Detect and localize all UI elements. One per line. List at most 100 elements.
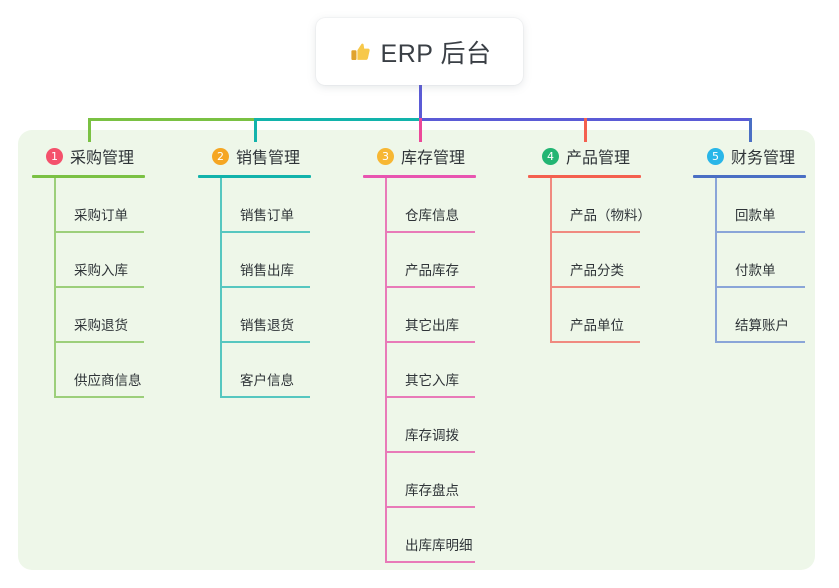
root-stem-connector (419, 85, 422, 119)
list-item[interactable]: 回款单 (715, 178, 806, 233)
thumbs-up-icon (348, 40, 372, 64)
leaf-rule (385, 451, 475, 453)
list-item[interactable]: 产品分类 (550, 233, 641, 288)
leaf-label: 客户信息 (240, 373, 294, 388)
branch-column-5: 5 财务管理 回款单 付款单 结算账户 (693, 145, 806, 343)
branch-column-3: 3 库存管理 仓库信息 产品库存 其它出库 其它入库 库存调拨 (363, 145, 476, 563)
branch-header-4[interactable]: 4 产品管理 (528, 145, 641, 167)
branch-badge-3: 3 (377, 147, 394, 165)
leaf-rule (220, 396, 310, 398)
branch-header-5[interactable]: 5 财务管理 (693, 145, 806, 167)
list-item[interactable]: 销售退货 (220, 288, 311, 343)
leaf-label: 采购退货 (74, 318, 128, 333)
leaf-label: 销售退货 (240, 318, 294, 333)
leaf-label: 销售订单 (240, 208, 294, 223)
leaf-label: 采购订单 (74, 208, 128, 223)
branch-title-4: 产品管理 (566, 150, 631, 167)
leaf-label: 产品单位 (570, 318, 624, 333)
list-item[interactable]: 结算账户 (715, 288, 806, 343)
bus-segment-left (88, 118, 255, 121)
leaf-label: 产品分类 (570, 263, 624, 278)
branch-badge-5: 5 (707, 147, 724, 165)
leaf-label: 付款单 (735, 263, 776, 278)
branch-title-2: 销售管理 (236, 150, 301, 167)
list-item[interactable]: 销售出库 (220, 233, 311, 288)
branch-badge-2: 2 (212, 147, 229, 165)
list-item[interactable]: 出库库明细 (385, 508, 476, 563)
leaf-rule (385, 286, 475, 288)
branch-spine-5 (715, 178, 717, 343)
branch-header-3[interactable]: 3 库存管理 (363, 145, 476, 167)
branch-badge-4: 4 (542, 147, 559, 165)
branch-spine-3 (385, 178, 387, 563)
list-item[interactable]: 产品库存 (385, 233, 476, 288)
branch-spine-1 (54, 178, 56, 398)
branch-items-5: 回款单 付款单 结算账户 (693, 178, 806, 343)
list-item[interactable]: 采购入库 (54, 233, 145, 288)
leaf-rule (715, 231, 805, 233)
branch-rule-2 (198, 175, 311, 178)
list-item[interactable]: 产品（物料） (550, 178, 651, 233)
list-item[interactable]: 供应商信息 (54, 343, 145, 398)
list-item[interactable]: 其它出库 (385, 288, 476, 343)
branch-column-1: 1 采购管理 采购订单 采购入库 采购退货 供应商信息 (32, 145, 145, 398)
leaf-label: 销售出库 (240, 263, 294, 278)
leaf-rule (54, 231, 144, 233)
list-item[interactable]: 客户信息 (220, 343, 311, 398)
list-item[interactable]: 库存调拨 (385, 398, 476, 453)
leaf-rule (220, 341, 310, 343)
leaf-label: 其它入库 (405, 373, 459, 388)
root-node-title: ERP 后台 (380, 39, 492, 68)
leaf-rule (220, 231, 310, 233)
list-item[interactable]: 库存盘点 (385, 453, 476, 508)
leaf-label: 库存调拨 (405, 428, 459, 443)
branch-header-2[interactable]: 2 销售管理 (198, 145, 311, 167)
leaf-label: 出库库明细 (405, 538, 473, 553)
branch-rule-3 (363, 175, 476, 178)
leaf-rule (715, 341, 805, 343)
leaf-rule (220, 286, 310, 288)
leaf-rule (385, 561, 475, 563)
leaf-rule (550, 341, 640, 343)
branch-header-1[interactable]: 1 采购管理 (32, 145, 145, 167)
leaf-label: 采购入库 (74, 263, 128, 278)
leaf-rule (385, 506, 475, 508)
bus-segment-mid (254, 118, 420, 121)
leaf-label: 供应商信息 (74, 373, 142, 388)
leaf-label: 其它出库 (405, 318, 459, 333)
list-item[interactable]: 仓库信息 (385, 178, 476, 233)
stub-connector-2 (254, 118, 257, 142)
list-item[interactable]: 其它入库 (385, 343, 476, 398)
leaf-rule (550, 286, 640, 288)
list-item[interactable]: 产品单位 (550, 288, 641, 343)
list-item[interactable]: 付款单 (715, 233, 806, 288)
list-item[interactable]: 采购订单 (54, 178, 145, 233)
leaf-label: 结算账户 (735, 318, 789, 333)
branch-column-2: 2 销售管理 销售订单 销售出库 销售退货 客户信息 (198, 145, 311, 398)
leaf-rule (54, 341, 144, 343)
branch-rule-5 (693, 175, 806, 178)
branch-title-1: 采购管理 (70, 150, 135, 167)
diagram-panel (18, 130, 815, 570)
root-node-erp-backend[interactable]: ERP 后台 (316, 18, 523, 85)
leaf-label: 产品（物料） (570, 208, 651, 223)
leaf-rule (715, 286, 805, 288)
branch-title-5: 财务管理 (731, 150, 796, 167)
leaf-label: 产品库存 (405, 263, 459, 278)
leaf-rule (385, 396, 475, 398)
branch-title-3: 库存管理 (401, 150, 466, 167)
stub-connector-3 (419, 118, 422, 142)
branch-items-3: 仓库信息 产品库存 其它出库 其它入库 库存调拨 库存盘点 (363, 178, 476, 563)
list-item[interactable]: 销售订单 (220, 178, 311, 233)
list-item[interactable]: 采购退货 (54, 288, 145, 343)
branch-rule-4 (528, 175, 641, 178)
leaf-rule (54, 286, 144, 288)
leaf-rule (385, 231, 475, 233)
leaf-rule (54, 396, 144, 398)
leaf-rule (550, 231, 640, 233)
leaf-label: 仓库信息 (405, 208, 459, 223)
leaf-label: 库存盘点 (405, 483, 459, 498)
branch-column-4: 4 产品管理 产品（物料） 产品分类 产品单位 (528, 145, 651, 343)
stub-connector-4 (584, 118, 587, 142)
